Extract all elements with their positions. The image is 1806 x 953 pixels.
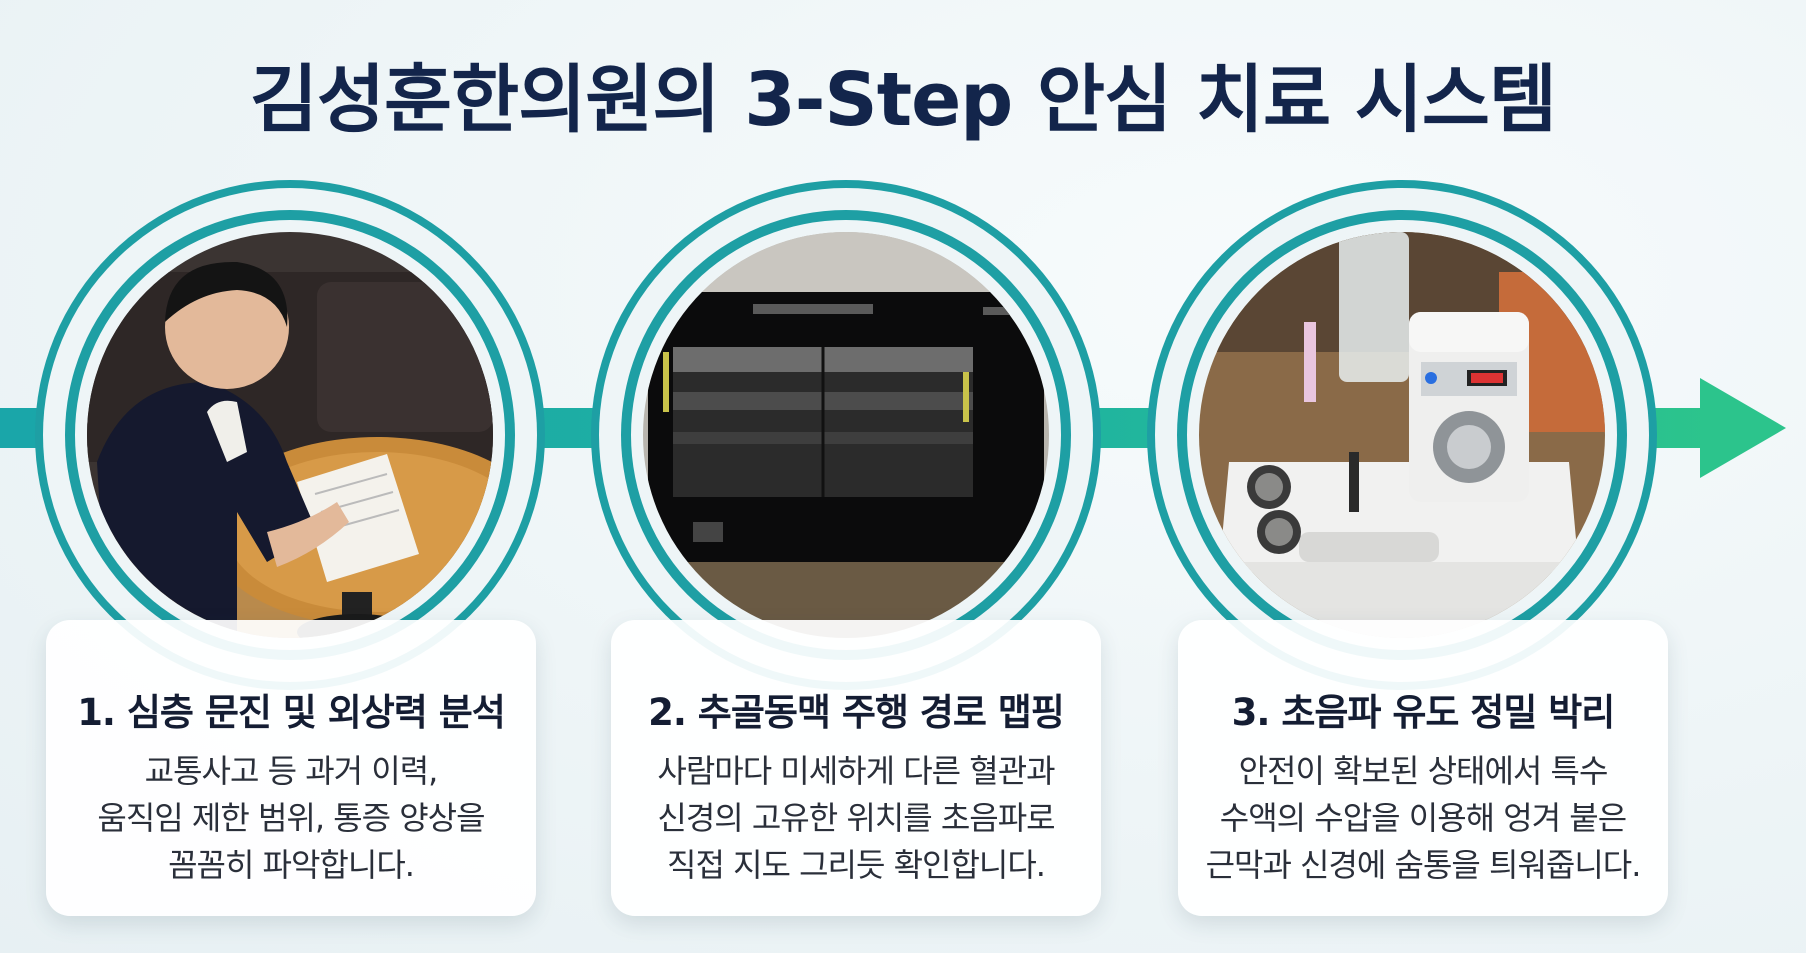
step-3-desc-line: 수액의 수압을 이용해 엉겨 붙은 xyxy=(1219,799,1627,837)
step-1-desc-line: 꼼꼼히 파악합니다. xyxy=(168,846,415,884)
infusion-pump-photo xyxy=(1199,232,1605,638)
step-2-desc-line: 사람마다 미세하게 다른 혈관과 xyxy=(657,752,1055,790)
step-3-photo-ring xyxy=(1177,210,1627,660)
step-1-desc-line: 움직임 제한 범위, 통증 양상을 xyxy=(97,799,485,837)
step-3-desc-line: 안전이 확보된 상태에서 특수 xyxy=(1238,752,1609,790)
step-3-desc-line: 근막과 신경에 숨통을 틔워줍니다. xyxy=(1205,846,1642,884)
page-title: 김성훈한의원의 3-Step 안심 치료 시스템 xyxy=(249,57,1557,143)
step-2-title: 2. 추골동맥 주행 경로 맵핑 xyxy=(648,691,1065,734)
step-2-photo-ring xyxy=(621,210,1071,660)
step-3-title: 3. 초음파 유도 정밀 박리 xyxy=(1231,691,1616,734)
patient-writing-photo xyxy=(87,232,493,638)
step-2-card: 2. 추골동맥 주행 경로 맵핑 사람마다 미세하게 다른 혈관과 신경의 고유… xyxy=(611,620,1101,916)
ultrasound-monitor-photo xyxy=(643,232,1049,638)
step-1-title: 1. 심층 문진 및 외상력 분석 xyxy=(77,691,506,734)
step-1-desc-line: 교통사고 등 과거 이력, xyxy=(144,752,439,790)
step-2-desc-line: 직접 지도 그리듯 확인합니다. xyxy=(667,846,1046,884)
step-1-card: 1. 심층 문진 및 외상력 분석 교통사고 등 과거 이력, 움직임 제한 범… xyxy=(46,620,536,916)
step-1-photo-ring xyxy=(65,210,515,660)
arrow-head-icon xyxy=(1700,378,1786,478)
step-3-card: 3. 초음파 유도 정밀 박리 안전이 확보된 상태에서 특수 수액의 수압을 … xyxy=(1178,620,1668,916)
step-2-desc-line: 신경의 고유한 위치를 초음파로 xyxy=(657,799,1055,837)
